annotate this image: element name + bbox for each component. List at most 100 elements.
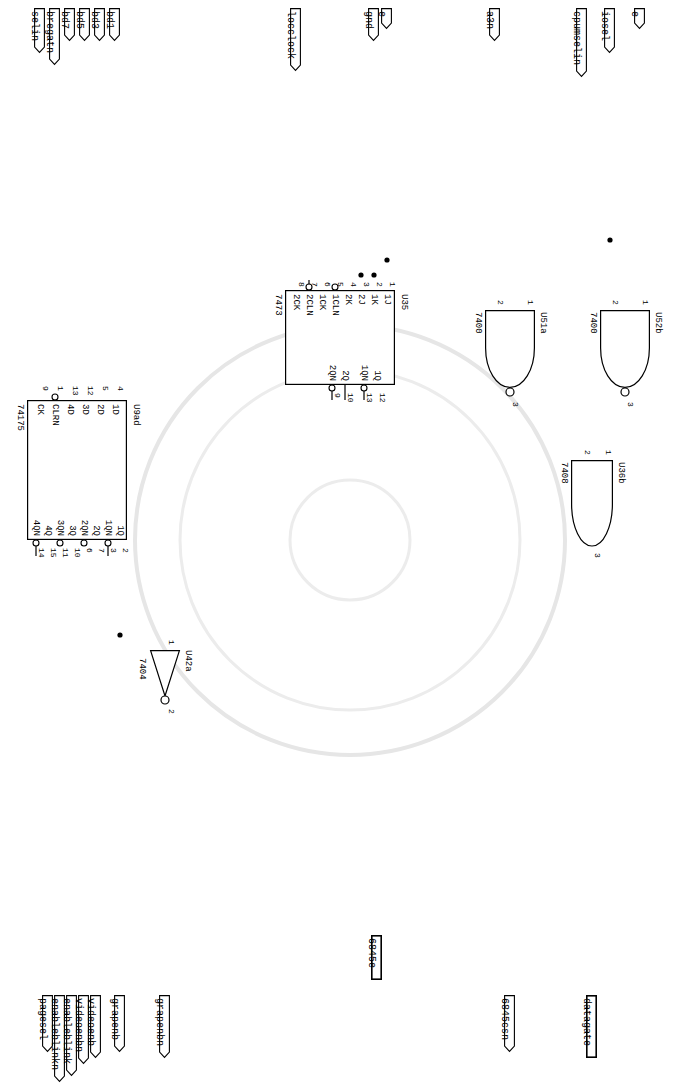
part-name: U42a — [183, 650, 193, 672]
port-shape: e — [635, 8, 646, 29]
part-name: 7473 — [273, 294, 283, 316]
port-shape: bd3 — [95, 8, 106, 41]
ic-chip: U3574731J1K2J2K1CLN1CK2CLN2CK1Q1QN2Q2QN — [285, 290, 395, 385]
pin-number: 5 — [101, 386, 110, 391]
pin-name: 1CK — [317, 294, 327, 310]
part-name: U35 — [399, 294, 409, 310]
pin-name: 2D — [95, 404, 105, 415]
port-label: grapenb — [110, 995, 121, 1040]
pin-name: 2K — [343, 294, 353, 305]
pin-number: 15 — [49, 548, 58, 558]
pin-number: 6 — [323, 282, 332, 287]
pin-number: 3 — [511, 402, 520, 407]
outline — [27, 400, 127, 540]
inverter-gate: U42a7404 — [150, 650, 180, 706]
pin-name: 2QN — [327, 365, 337, 381]
pin-number: 2 — [583, 450, 592, 455]
port-label: bregatn — [45, 8, 56, 53]
port-label: gnd — [364, 8, 375, 29]
pin-name: 1Q — [115, 525, 125, 536]
pin-name: 1CLN — [330, 294, 340, 316]
port-label: a3n — [485, 8, 496, 29]
and-gate: U36b7408 — [571, 460, 613, 548]
pin-number: 4 — [349, 282, 358, 287]
pin-number: 10 — [346, 393, 355, 403]
port-label: grapenbn — [155, 995, 166, 1046]
pin-name: 3Q — [67, 525, 77, 536]
outline — [571, 460, 613, 548]
pin-name: 3D — [80, 404, 90, 415]
pin-number: 2 — [167, 709, 176, 714]
port-label: 6845csn — [500, 995, 511, 1040]
port-box: datagate — [587, 995, 598, 1058]
port-shape: 6845csn — [505, 995, 516, 1052]
pin-number: 11 — [61, 548, 70, 558]
port-label: enableblinkn — [50, 995, 61, 1070]
pin-number: 1 — [604, 450, 613, 455]
pin-number: 2 — [375, 282, 384, 287]
port-shape: iosel — [605, 8, 616, 53]
pin-number: 7 — [310, 282, 319, 287]
pin-name: 4QN — [31, 520, 41, 536]
port-shape: locclock — [291, 8, 302, 71]
port-label: 6845e — [367, 935, 378, 968]
pin-name: 1QN — [359, 365, 369, 381]
pin-name: 2Q — [340, 370, 350, 381]
part-name: U52b — [653, 312, 663, 334]
port-label: videoenbn — [74, 995, 85, 1052]
pin-name: 2CK — [291, 294, 301, 310]
pin-number: 5 — [336, 282, 345, 287]
pin-name: 3QN — [55, 520, 65, 536]
pin-number: 3 — [362, 282, 371, 287]
pin-name: 2CLN — [304, 294, 314, 316]
pin-number: 8 — [297, 282, 306, 287]
part-name: U9ad — [131, 404, 141, 426]
part-name: 7404 — [137, 658, 147, 680]
part-name: U36b — [616, 462, 626, 484]
part-name: 7400 — [473, 312, 483, 334]
port-label: e — [377, 8, 388, 17]
pin-name: 1QN — [103, 520, 113, 536]
pin-name: 2Q — [91, 525, 101, 536]
port-label: enableblink — [62, 995, 73, 1064]
pin-number: 1 — [526, 300, 535, 305]
port-label: e — [630, 8, 641, 17]
part-name: U51a — [538, 312, 548, 334]
part-name: 7408 — [559, 462, 569, 484]
part-name: 74175 — [15, 404, 25, 431]
port-label: datagate — [582, 995, 593, 1046]
port-label: iosel — [600, 8, 611, 41]
port-label: bd5 — [75, 8, 86, 29]
port-label: bd3 — [90, 8, 101, 29]
pin-name: 1D — [110, 404, 120, 415]
outline — [600, 310, 650, 398]
pin-number: 12 — [378, 393, 387, 403]
pin-number: 3 — [593, 553, 602, 558]
pin-name: 1Q — [372, 370, 382, 381]
nand-gate: U52b7400 — [600, 310, 650, 398]
port-shape: videoenb — [91, 995, 102, 1058]
pin-name: 2J — [356, 294, 366, 305]
pin-name: CK — [35, 404, 45, 415]
pin-name: 4Q — [43, 525, 53, 536]
port-shape: bregatn — [50, 8, 61, 65]
pin-number: 6 — [85, 548, 94, 553]
ic-chip: U9ad741751D2D3D4DCLRNCK1Q1QN2Q2QN3Q3QN4Q… — [27, 400, 127, 540]
pin-number: 13 — [71, 386, 80, 396]
pin-name: 1K — [369, 294, 379, 305]
pin-number: 1 — [641, 300, 650, 305]
pin-number: 2 — [121, 548, 130, 553]
port-shape: bd7 — [65, 8, 76, 41]
pin-number: 9 — [41, 386, 50, 391]
outline — [485, 310, 535, 398]
pin-number: 2 — [496, 300, 505, 305]
pin-number: 14 — [37, 548, 46, 558]
port-shape: bd5 — [80, 8, 91, 41]
port-label: pagesel — [38, 995, 49, 1040]
pin-number: 13 — [365, 393, 374, 403]
pin-number: 9 — [333, 393, 342, 398]
port-box: 6845e — [372, 935, 383, 980]
pin-number: 10 — [73, 548, 82, 558]
pin-number: 4 — [116, 386, 125, 391]
port-shape: cpumselin — [577, 8, 588, 77]
